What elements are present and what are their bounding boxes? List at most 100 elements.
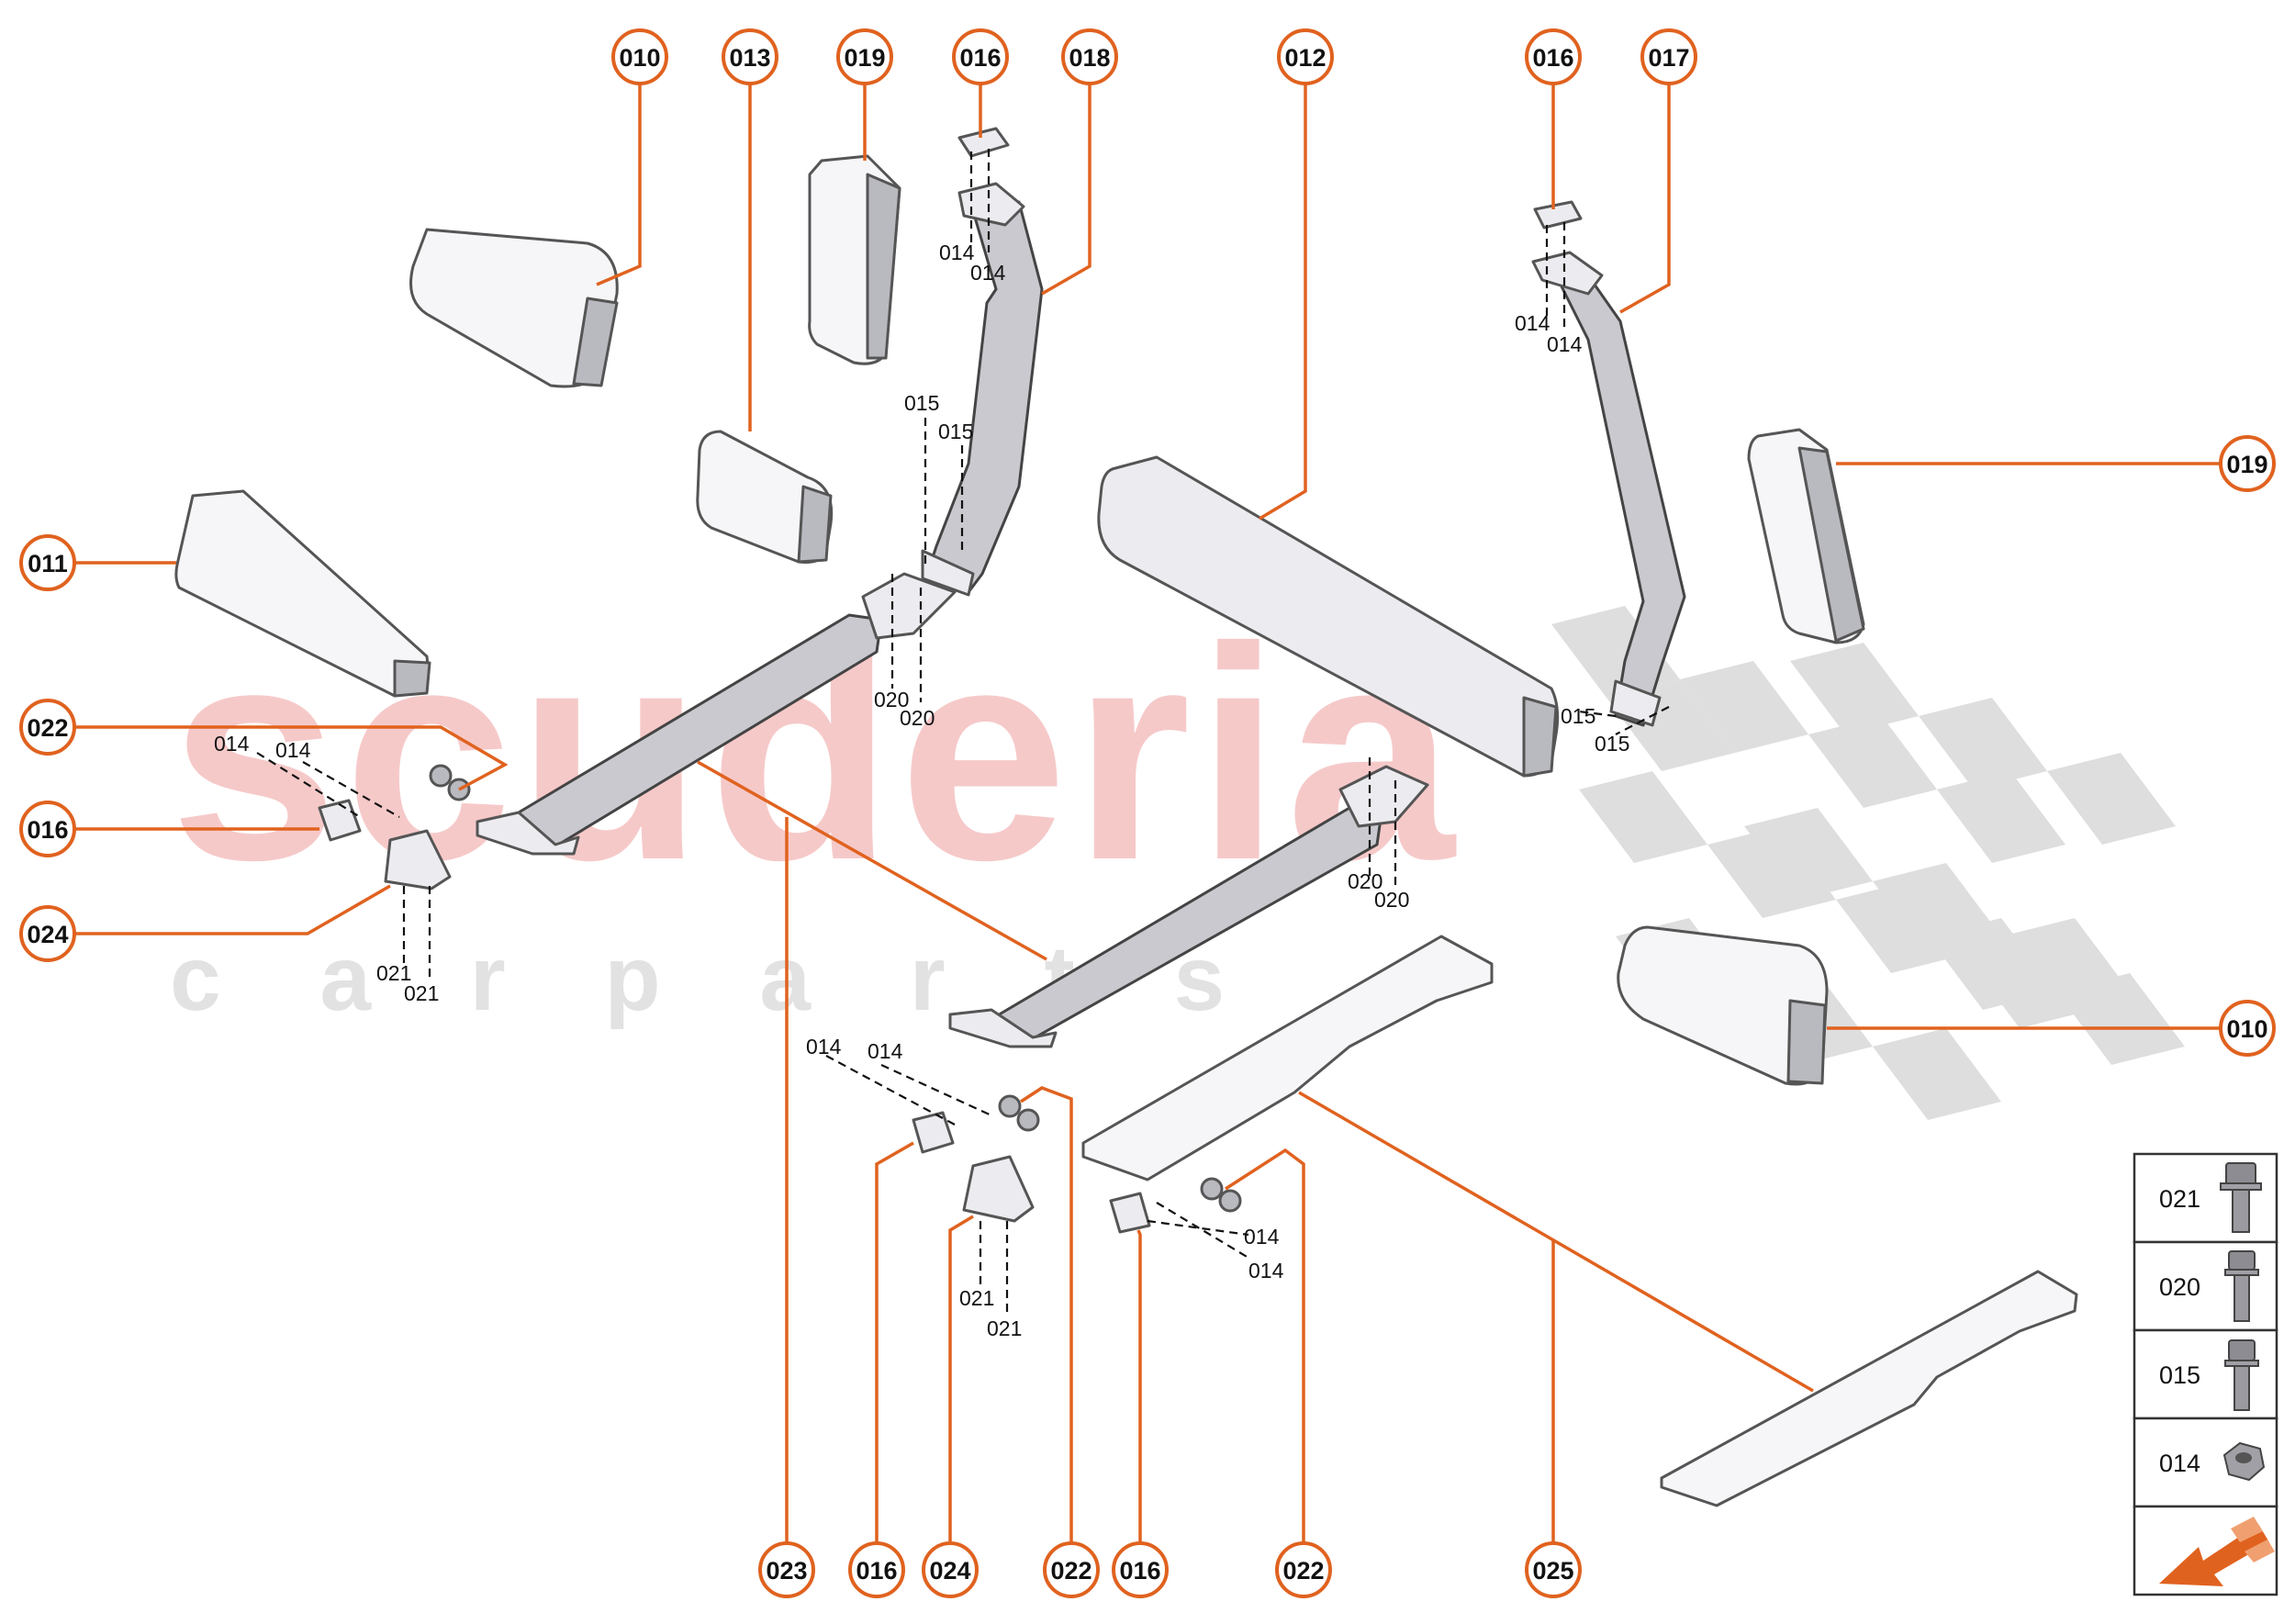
foam-block-019-right <box>1747 428 1865 644</box>
label-020: 020 <box>1374 888 1409 912</box>
label-015: 015 <box>1561 704 1595 728</box>
callout-number: 016 <box>1119 1557 1160 1585</box>
callout-number: 016 <box>27 816 68 844</box>
label-014: 014 <box>1515 311 1551 335</box>
callout-number: 011 <box>28 550 68 577</box>
callout-011[interactable]: 011 <box>19 534 76 591</box>
legend-item-020[interactable]: 020 <box>2159 1250 2259 1322</box>
foam-block-019-top <box>808 154 901 365</box>
legend-label: 015 <box>2159 1361 2200 1389</box>
nuts-022-b2 <box>1200 1177 1242 1213</box>
callout-018[interactable]: 018 <box>1061 28 1118 85</box>
callout-number: 017 <box>1648 44 1689 72</box>
callout-number: 010 <box>2226 1015 2267 1043</box>
legend-label: 014 <box>2159 1450 2200 1477</box>
nuts-022-b1 <box>998 1094 1040 1132</box>
callout-number: 018 <box>1069 44 1110 72</box>
legend-label: 020 <box>2159 1273 2200 1301</box>
callout-019-top[interactable]: 019 <box>836 28 893 85</box>
label-014: 014 <box>1248 1259 1284 1282</box>
bracket-strap-017 <box>1531 251 1686 727</box>
hex-bolt-icon <box>2224 1250 2259 1322</box>
callout-025[interactable]: 025 <box>1525 1541 1582 1598</box>
callout-022-b1[interactable]: 022 <box>1043 1541 1100 1598</box>
label-021: 021 <box>376 961 411 985</box>
callout-number: 016 <box>1532 44 1573 72</box>
callout-number: 022 <box>1282 1557 1324 1585</box>
screw-icon <box>2224 1339 2259 1411</box>
callout-022-left[interactable]: 022 <box>19 699 76 756</box>
foam-block-010-right <box>1617 925 1829 1086</box>
callout-010-top[interactable]: 010 <box>611 28 668 85</box>
label-014: 014 <box>275 738 311 762</box>
fastener-labels: 014 014 014 014 015 015 020 020 015 015 … <box>214 241 1629 1340</box>
callout-number: 022 <box>1050 1557 1092 1585</box>
foam-block-010-top <box>409 228 619 388</box>
callout-024-left[interactable]: 024 <box>19 905 76 962</box>
callout-number: 019 <box>2226 451 2267 478</box>
callout-number: 010 <box>619 44 660 72</box>
callout-024-b[interactable]: 024 <box>922 1541 979 1598</box>
label-014: 014 <box>806 1035 842 1058</box>
callout-010-right[interactable]: 010 <box>2219 1000 2276 1057</box>
foam-block-013 <box>696 430 834 564</box>
nut-icon <box>2222 1441 2266 1482</box>
callout-016-b2[interactable]: 016 <box>1112 1541 1169 1598</box>
label-014: 014 <box>214 732 250 756</box>
callout-016-top2[interactable]: 016 <box>1525 28 1582 85</box>
clip-016-b1 <box>912 1111 955 1154</box>
legend-item-015[interactable]: 015 <box>2159 1339 2259 1411</box>
label-020: 020 <box>874 688 909 711</box>
label-020: 020 <box>1348 869 1383 893</box>
navigation-arrow-icon[interactable] <box>2159 1517 2275 1586</box>
cover-plate-025-upper <box>1081 935 1494 1182</box>
fastener-legend: 021 020 015 014 <box>2133 1152 2278 1596</box>
label-014: 014 <box>868 1039 903 1063</box>
label-021: 021 <box>959 1286 994 1310</box>
callout-number: 016 <box>959 44 1001 72</box>
callout-016-b1[interactable]: 016 <box>848 1541 905 1598</box>
legend-item-014[interactable]: 014 <box>2159 1441 2266 1482</box>
label-015: 015 <box>938 420 973 443</box>
long-foam-bar-012 <box>1097 455 1560 778</box>
label-021: 021 <box>987 1316 1022 1340</box>
callout-017[interactable]: 017 <box>1640 28 1697 85</box>
legend-item-021[interactable]: 021 <box>2159 1162 2262 1233</box>
callout-number: 022 <box>27 714 68 742</box>
callout-016-left[interactable]: 016 <box>19 801 76 857</box>
fastener-dashed-lines <box>256 149 1670 1315</box>
label-015: 015 <box>904 391 939 415</box>
callout-leader-lines <box>75 84 2220 1545</box>
callout-012[interactable]: 012 <box>1277 28 1334 85</box>
bracket-strap-018 <box>921 182 1044 597</box>
callout-013[interactable]: 013 <box>722 28 778 85</box>
legend-label: 021 <box>2159 1185 2200 1213</box>
callout-016-top1[interactable]: 016 <box>952 28 1009 85</box>
clip-016-b2 <box>1109 1192 1151 1234</box>
callout-number: 024 <box>27 921 68 948</box>
label-021: 021 <box>404 981 439 1005</box>
callout-023[interactable]: 023 <box>758 1541 815 1598</box>
callout-number: 019 <box>844 44 885 72</box>
callout-number: 012 <box>1284 44 1326 72</box>
clip-016-top1 <box>957 127 1010 158</box>
callout-number: 025 <box>1532 1557 1573 1585</box>
callout-number: 023 <box>766 1557 807 1585</box>
bracket-024-left <box>384 829 452 890</box>
label-020: 020 <box>900 706 935 730</box>
callout-number: 016 <box>856 1557 897 1585</box>
label-014: 014 <box>970 261 1006 285</box>
label-014: 014 <box>1244 1225 1280 1249</box>
cover-plate-025-lower <box>1660 1270 2078 1507</box>
label-015: 015 <box>1595 732 1629 756</box>
flange-bolt-icon <box>2220 1162 2262 1233</box>
bracket-024-b <box>962 1155 1035 1223</box>
wedge-foam-011 <box>174 489 431 698</box>
label-014: 014 <box>1547 332 1583 356</box>
callout-019-right[interactable]: 019 <box>2219 435 2276 492</box>
callout-number: 024 <box>929 1557 970 1585</box>
callout-number: 013 <box>729 44 770 72</box>
strap-023-left <box>476 572 957 856</box>
callout-022-b2[interactable]: 022 <box>1275 1541 1332 1598</box>
